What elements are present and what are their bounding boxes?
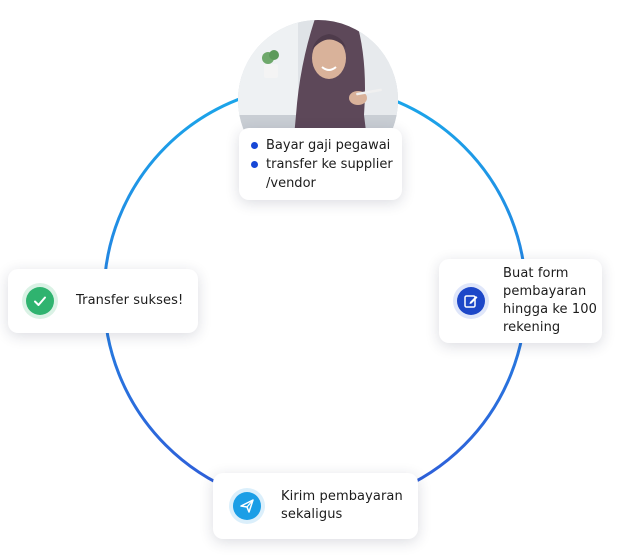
- success-label: Transfer sukses!: [76, 293, 184, 308]
- bullet-icon: [251, 141, 258, 149]
- pay-options-list: Bayar gaji pegawai transfer ke supplier …: [251, 136, 393, 193]
- list-item: transfer ke supplier: [251, 155, 393, 174]
- send-text: Kirim pembayaran sekaligus: [281, 489, 403, 522]
- edit-icon: [453, 283, 489, 319]
- step-card-pay: Bayar gaji pegawai transfer ke supplier …: [239, 128, 402, 200]
- check-icon: [22, 283, 58, 319]
- list-item: Bayar gaji pegawai: [251, 136, 393, 155]
- list-item: /vendor: [266, 175, 316, 191]
- step-card-send: Kirim pembayaran sekaligus: [213, 473, 418, 539]
- step-card-success: Transfer sukses!: [8, 269, 198, 333]
- step-card-create-form: Buat form pembayaran hingga ke 100 reken…: [439, 259, 602, 343]
- paper-plane-icon: [229, 488, 265, 524]
- create-form-text: Buat form pembayaran hingga ke 100 reken…: [503, 266, 598, 335]
- bullet-icon: [251, 160, 258, 168]
